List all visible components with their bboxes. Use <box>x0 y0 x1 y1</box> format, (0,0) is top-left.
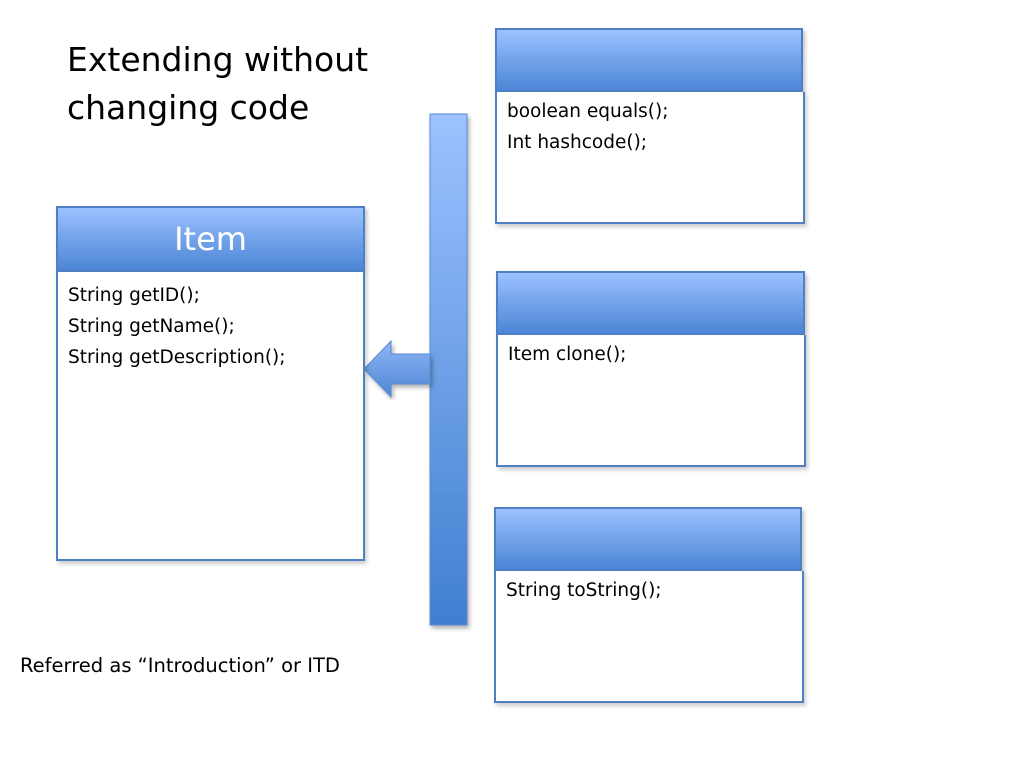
aspect-box-tostring: String toString(); <box>494 507 804 703</box>
item-method-2: String getName(); <box>68 316 235 337</box>
aspect-box-equals: boolean equals(); Int hashcode(); <box>495 28 805 224</box>
item-class-name: Item <box>174 220 247 258</box>
footnote: Referred as “Introduction” or ITD <box>20 654 340 677</box>
aspect-tostring-method-1: String toString(); <box>506 580 662 601</box>
item-method-1: String getID(); <box>68 285 200 306</box>
aspect-box-clone-header <box>496 271 805 335</box>
aspect-box-clone: Item clone(); <box>496 271 806 467</box>
aspect-box-equals-header <box>495 28 803 92</box>
item-class-header: Item <box>56 206 365 272</box>
slide-title: Extending without changing code <box>67 36 407 132</box>
item-class-methods: String getID(); String getName(); String… <box>56 272 365 561</box>
slide-title-line-1: Extending without <box>67 40 369 79</box>
aspect-equals-method-2: Int hashcode(); <box>507 132 648 153</box>
slide-title-line-2: changing code <box>67 88 310 127</box>
aspect-equals-method-1: boolean equals(); <box>507 101 669 122</box>
aspect-box-clone-methods: Item clone(); <box>496 335 806 467</box>
aspect-box-equals-methods: boolean equals(); Int hashcode(); <box>495 92 805 224</box>
aspect-box-tostring-methods: String toString(); <box>494 571 804 703</box>
item-method-3: String getDescription(); <box>68 347 286 368</box>
introduction-bar <box>429 113 468 626</box>
item-class-box: Item String getID(); String getName(); S… <box>56 206 365 561</box>
introduction-arrow <box>363 339 431 399</box>
aspect-box-tostring-header <box>494 507 802 571</box>
aspect-clone-method-1: Item clone(); <box>508 344 627 365</box>
